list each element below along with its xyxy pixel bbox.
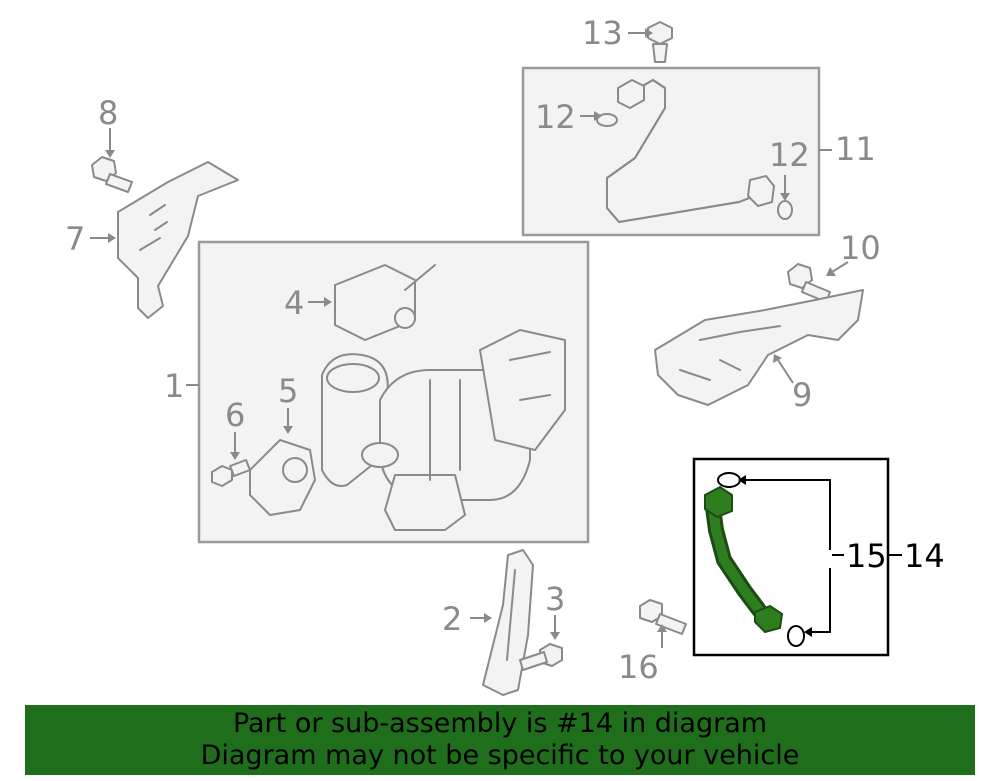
callout-6: 6 xyxy=(225,396,245,434)
callout-2: 2 xyxy=(442,600,462,638)
callout-11: 11 xyxy=(835,130,876,168)
callout-16: 16 xyxy=(618,648,659,686)
washer-12b xyxy=(777,200,793,220)
bolt-13 xyxy=(647,21,673,63)
leader-lines xyxy=(90,28,902,648)
banner-line-1: Part or sub-assembly is #14 in diagram xyxy=(232,708,768,739)
bolt-8 xyxy=(91,156,133,193)
notice-banner: Part or sub-assembly is #14 in diagram D… xyxy=(25,705,975,775)
turbocharger-1 xyxy=(321,329,566,531)
actuator-4 xyxy=(334,264,436,341)
gasket-15-top xyxy=(717,472,741,488)
oil-feed-line-11 xyxy=(606,79,775,223)
callout-14: 14 xyxy=(904,537,945,575)
callout-15: 15 xyxy=(846,537,887,575)
callout-12b: 12 xyxy=(769,136,810,174)
callout-5: 5 xyxy=(278,372,298,410)
callout-8: 8 xyxy=(98,94,118,132)
callout-13: 13 xyxy=(582,14,623,52)
callout-10: 10 xyxy=(840,229,881,267)
callout-1: 1 xyxy=(164,367,184,405)
gasket-15-bottom xyxy=(787,625,805,647)
callout-9: 9 xyxy=(792,376,812,414)
washer-12a xyxy=(596,113,618,127)
callout-4: 4 xyxy=(284,284,304,322)
bolt-3 xyxy=(519,643,563,671)
bolt-10 xyxy=(787,263,831,303)
oil-return-line-14 xyxy=(704,485,784,634)
bracket-9 xyxy=(654,289,864,406)
bolt-6 xyxy=(211,459,251,487)
callout-12a: 12 xyxy=(535,98,576,136)
bracket-2 xyxy=(482,549,534,696)
oil-line-assembly-box xyxy=(521,66,821,237)
banner-line-2: Diagram may not be specific to your vehi… xyxy=(200,740,800,771)
callout-7: 7 xyxy=(65,220,85,258)
callout-3: 3 xyxy=(545,580,565,618)
valve-5 xyxy=(249,439,316,516)
bracket-7 xyxy=(117,161,239,319)
bolt-16 xyxy=(639,599,687,635)
